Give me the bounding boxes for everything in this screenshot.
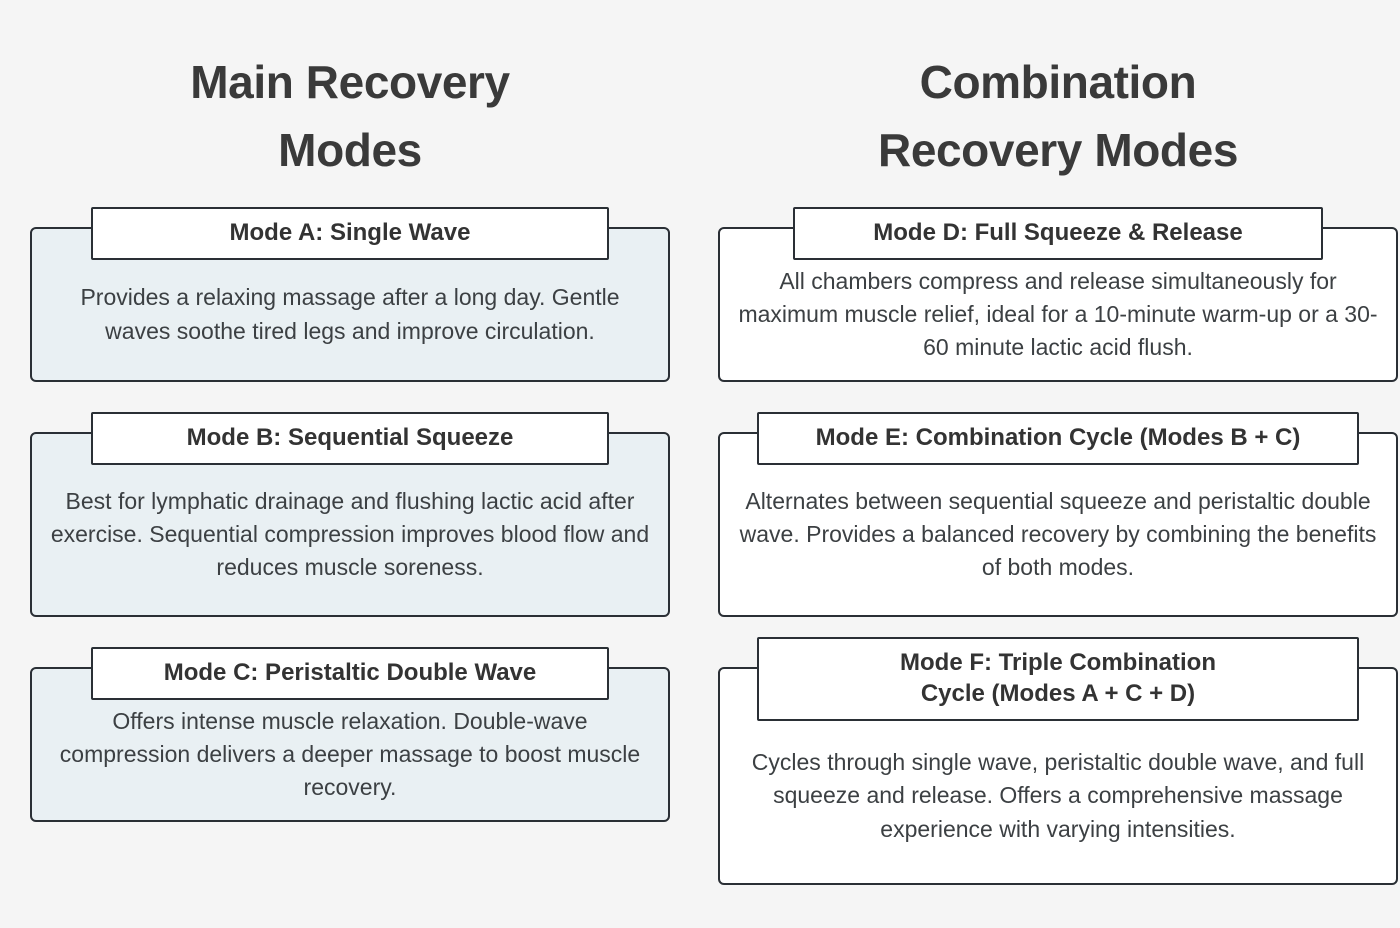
card-mode-f: Mode F: Triple Combination Cycle (Modes … — [718, 637, 1398, 886]
card-title-mode-d: Mode D: Full Squeeze & Release — [793, 207, 1323, 260]
column-combination-recovery-modes: Combination Recovery Modes Mode D: Full … — [700, 0, 1400, 928]
column-heading-combination-recovery-modes: Combination Recovery Modes — [878, 56, 1238, 177]
card-mode-a: Mode A: Single Wave Provides a relaxing … — [30, 207, 670, 383]
card-mode-d: Mode D: Full Squeeze & Release All chamb… — [718, 207, 1398, 383]
card-body-mode-c: Offers intense muscle relaxation. Double… — [59, 707, 641, 801]
column-main-recovery-modes: Main Recovery Modes Mode A: Single Wave … — [30, 56, 670, 823]
card-title-mode-e: Mode E: Combination Cycle (Modes B + C) — [757, 412, 1359, 465]
card-title-mode-c: Mode C: Peristaltic Double Wave — [91, 647, 609, 700]
card-title-mode-f: Mode F: Triple Combination Cycle (Modes … — [757, 637, 1359, 721]
card-body-mode-f: Cycles through single wave, peristaltic … — [751, 749, 1365, 842]
card-title-mode-b: Mode B: Sequential Squeeze — [91, 412, 609, 465]
card-title-mode-a: Mode A: Single Wave — [91, 207, 609, 260]
card-mode-b: Mode B: Sequential Squeeze Best for lymp… — [30, 412, 670, 618]
card-body-mode-d: All chambers compress and release simult… — [738, 267, 1378, 361]
card-list-combination-recovery-modes: Mode D: Full Squeeze & Release All chamb… — [718, 184, 1398, 886]
column-heading-main-recovery-modes: Main Recovery Modes — [190, 56, 510, 177]
card-mode-e: Mode E: Combination Cycle (Modes B + C) … — [718, 412, 1398, 618]
card-list-main-recovery-modes: Mode A: Single Wave Provides a relaxing … — [30, 184, 670, 823]
card-body-mode-b: Best for lymphatic drainage and flushing… — [50, 487, 650, 581]
card-mode-c: Mode C: Peristaltic Double Wave Offers i… — [30, 647, 670, 823]
card-body-mode-e: Alternates between sequential squeeze an… — [739, 487, 1377, 581]
card-body-mode-a: Provides a relaxing massage after a long… — [80, 284, 620, 344]
